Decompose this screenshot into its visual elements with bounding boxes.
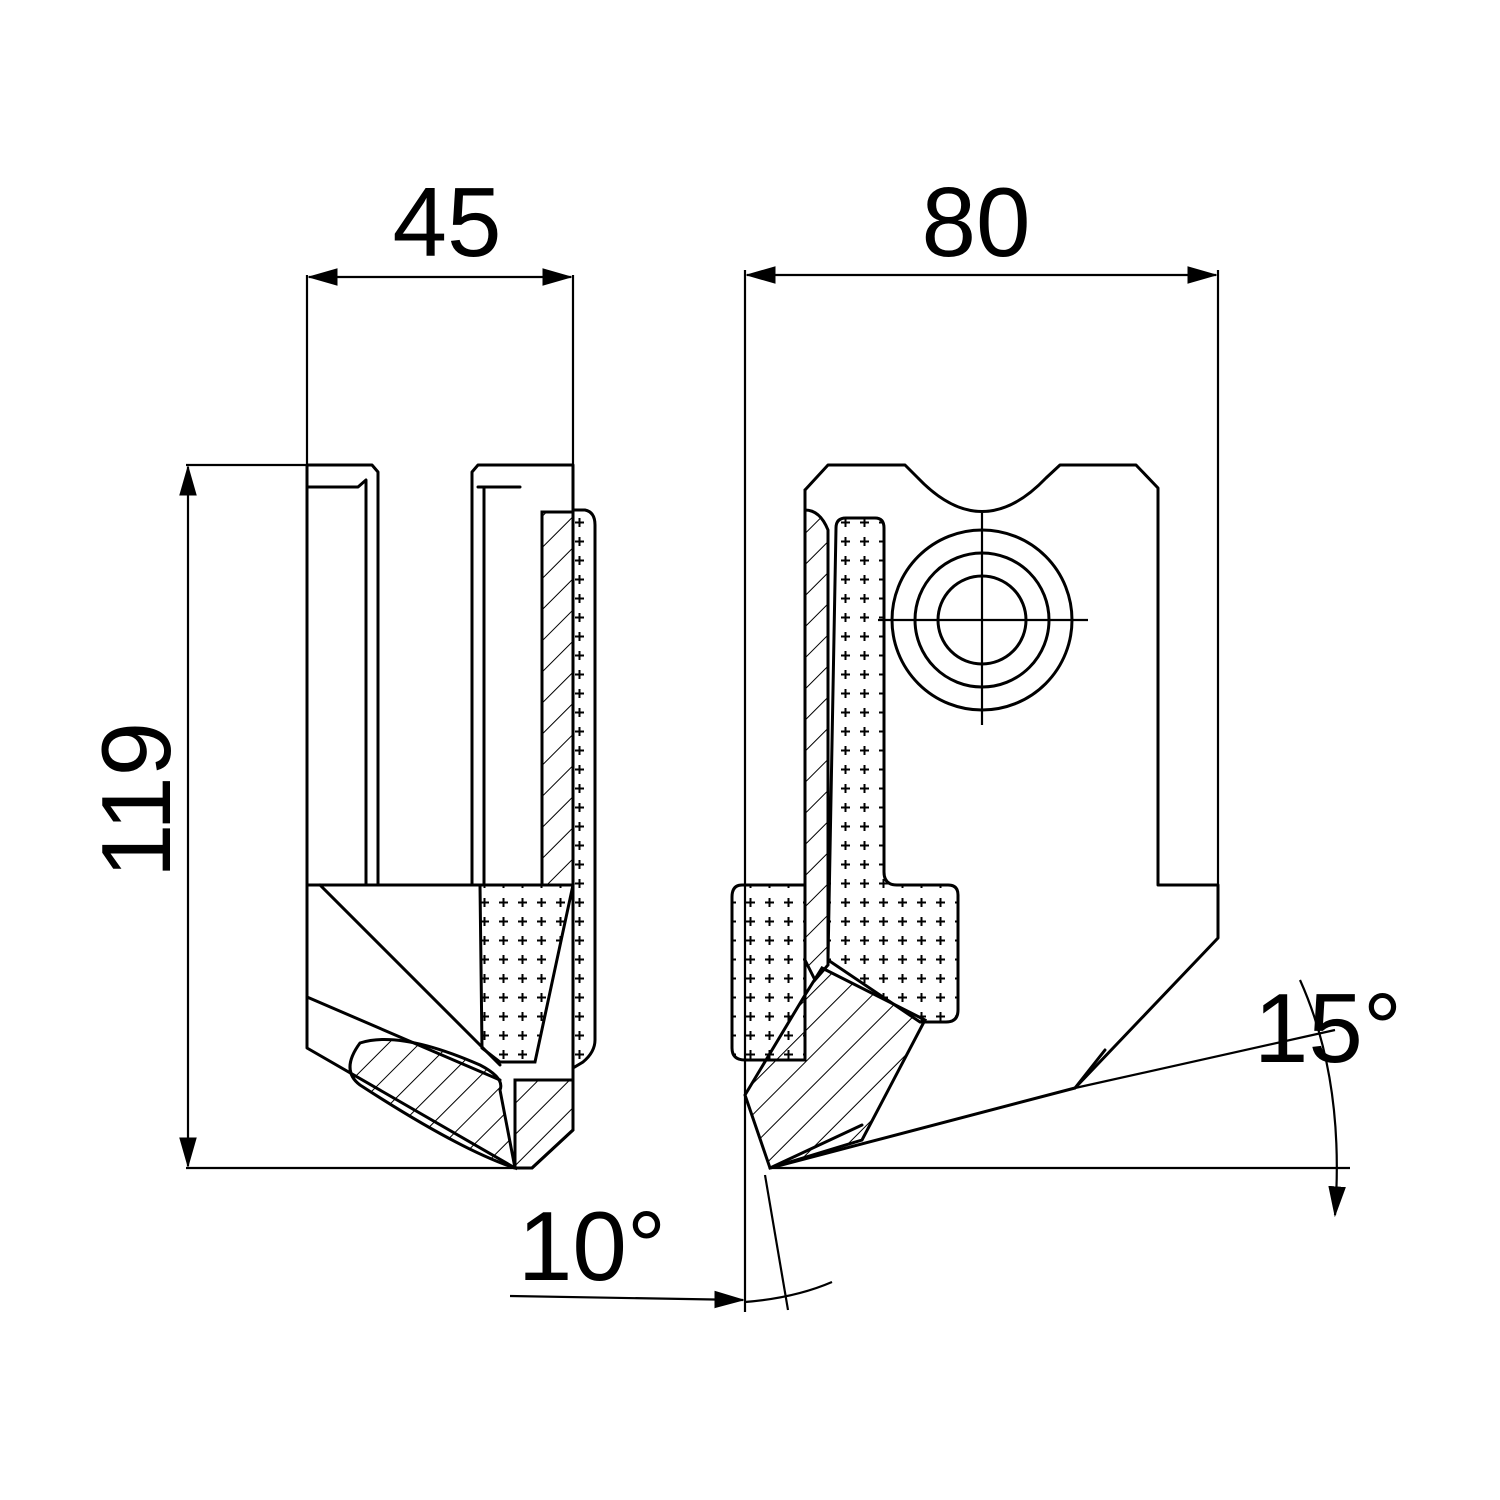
- dimension-lines: [179, 266, 1350, 1312]
- right-body-outline: [768, 463, 1220, 1170]
- right-tip-line: [768, 1123, 864, 1170]
- dim-119-label: 119: [81, 722, 191, 878]
- right-view: [730, 463, 1220, 1170]
- right-seal-dotted: [826, 516, 960, 1024]
- left-hatch-insert: [540, 510, 575, 887]
- dim-80-label: 80: [921, 167, 1030, 277]
- dim-45-label: 45: [392, 167, 501, 277]
- left-seal-dotted: [478, 883, 575, 1064]
- angle-10-label: 10°: [518, 1191, 666, 1301]
- left-hatch-tip: [513, 1078, 575, 1170]
- left-hatch-lens: [348, 1038, 517, 1171]
- right-bottom-edge: [1073, 1048, 1107, 1090]
- right-hatch-strip: [803, 508, 830, 983]
- left-slot-lines: [305, 478, 522, 887]
- angle-15-label: 15°: [1254, 973, 1402, 1083]
- left-seal-strip: [571, 508, 597, 1071]
- mounting-hole-icon: [878, 513, 1088, 725]
- left-view: [305, 463, 597, 1171]
